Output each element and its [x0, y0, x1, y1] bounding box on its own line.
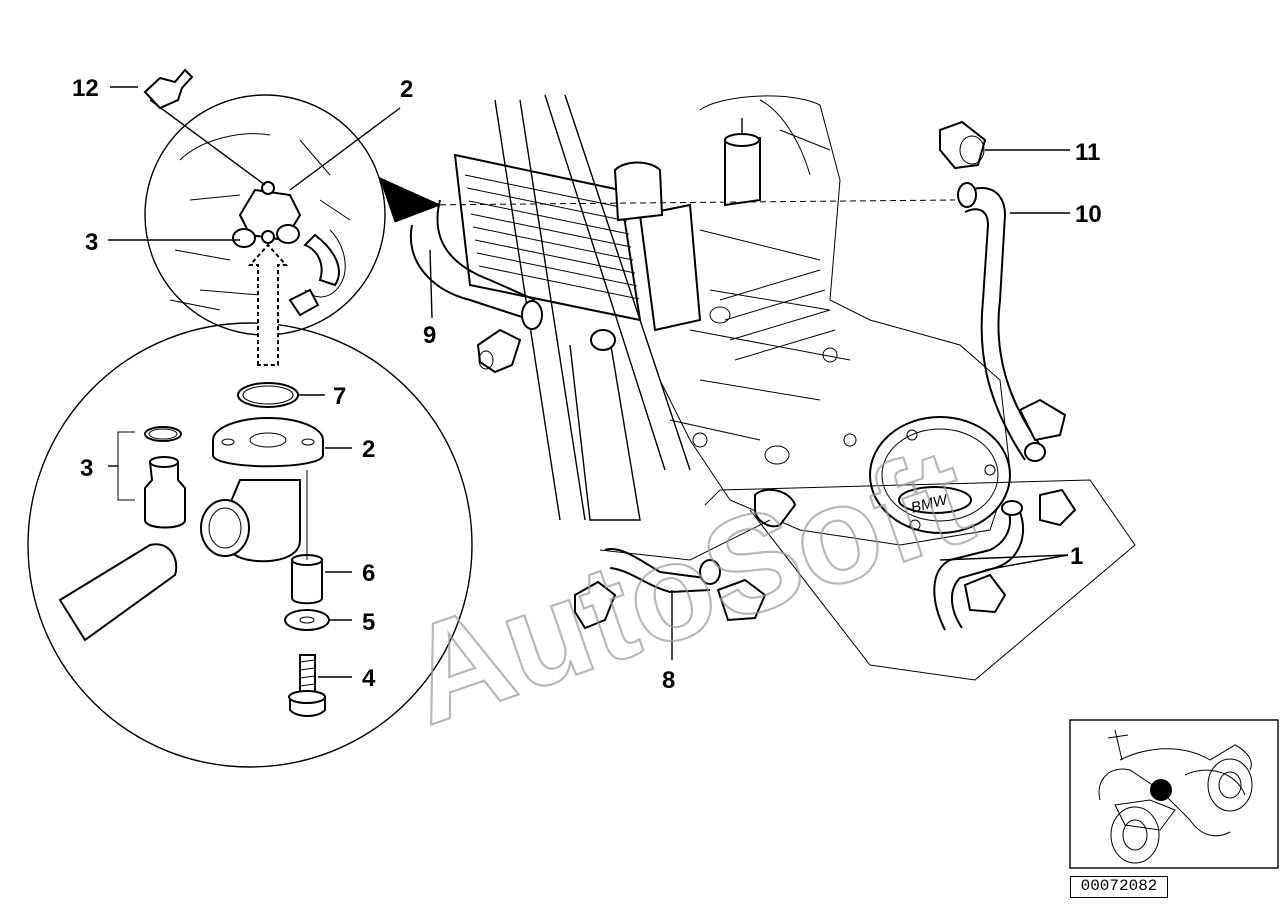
- o-ring-7: [237, 382, 299, 408]
- clamp-8: [574, 578, 767, 630]
- callout-11: 11: [1075, 139, 1100, 166]
- callout-7: 7: [333, 383, 346, 410]
- bolt-4: [288, 654, 326, 717]
- clamp-1: [963, 488, 1077, 614]
- callout-2-detail: 2: [362, 436, 375, 463]
- callout-3-top: 3: [85, 229, 98, 256]
- hose-10: [957, 182, 1046, 462]
- lower-inset-circle: [27, 243, 473, 768]
- detail-pointer-arrow: [379, 177, 442, 223]
- locator-thumbnail: [1069, 719, 1279, 869]
- callout-3-detail: 3: [80, 455, 93, 482]
- callout-9: 9: [423, 322, 436, 349]
- callout-6: 6: [362, 560, 375, 587]
- drawing-number: 00072082: [1070, 876, 1168, 898]
- plug-3: [144, 461, 186, 529]
- callout-4: 4: [362, 665, 376, 692]
- hose-9: [409, 199, 543, 330]
- engine-assembly: BMW: [419, 94, 1136, 681]
- clamp-11: [939, 120, 987, 170]
- clamp-9: [476, 328, 522, 374]
- sleeve-6: [291, 559, 323, 605]
- elbow-housing-2: [200, 417, 324, 563]
- location-marker: [1150, 779, 1172, 801]
- callout-5: 5: [362, 609, 375, 636]
- watermark: AutoSoft: [388, 419, 989, 754]
- upper-inset-circle: [144, 94, 386, 336]
- callout-10: 10: [1075, 201, 1102, 228]
- callout-2-top: 2: [400, 76, 413, 103]
- clamp-10-lower: [1018, 398, 1067, 442]
- callout-1: 1: [1070, 543, 1083, 570]
- assembly-arrow: [247, 243, 289, 366]
- bleed-screw-12: [143, 68, 194, 110]
- leader-lines: [108, 86, 1070, 678]
- callout-12: 12: [72, 75, 99, 102]
- callout-8: 8: [662, 667, 675, 694]
- washer-5: [284, 609, 330, 631]
- hose-8: [604, 548, 721, 594]
